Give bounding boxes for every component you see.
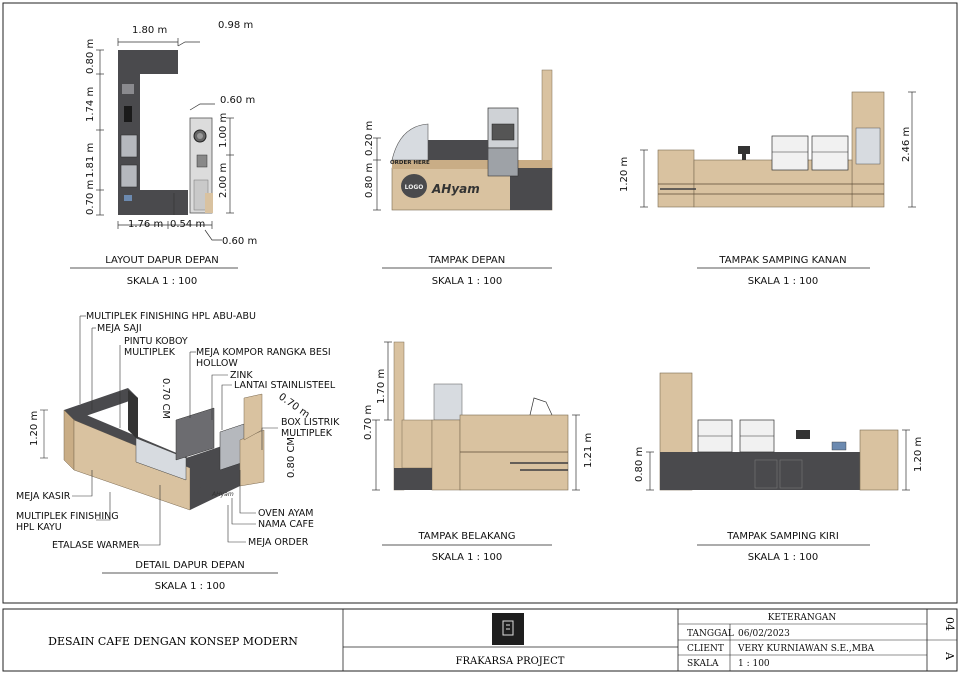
label-oven: OVEN AYAM: [258, 508, 313, 519]
label-d-070cm: 0.70 CM: [160, 378, 171, 419]
label-bottom-mid: 0.54 m: [170, 219, 205, 230]
label-hpl-kayu-1: MULTIPLEK FINISHING: [16, 511, 119, 522]
label-hpl-kayu-2: HPL KAYU: [16, 522, 62, 533]
front-elevation: LOGO AHyam ORDER HERE 0.20 m 0.80 m: [364, 69, 553, 211]
label-skala-label: SKALA: [687, 659, 719, 669]
label-bottom-left: 1.76 m: [128, 219, 163, 230]
label-client-label: CLIENT: [687, 644, 724, 654]
label-kompor-1: MEJA KOMPOR RANGKA BESI: [196, 347, 331, 358]
label-box-1: BOX LISTRIK: [281, 417, 340, 428]
label-h-top: 0.20 m: [364, 121, 375, 156]
label-right-top: 0.60 m: [220, 95, 255, 106]
label-h-left: 0.80 m: [634, 447, 645, 482]
label-top-right: 0.98 m: [218, 20, 253, 31]
rear-title: TAMPAK BELAKANG: [417, 531, 515, 542]
right-scale: SKALA 1 : 100: [748, 276, 819, 287]
label-h-121: 1.21 m: [583, 433, 594, 468]
label-left-b: 1.74 m: [85, 87, 96, 122]
label-logo: LOGO: [405, 184, 424, 191]
label-meja-kasir: MEJA KASIR: [16, 491, 71, 502]
rear-scale: SKALA 1 : 100: [432, 552, 503, 563]
label-brand: AHyam: [431, 182, 480, 196]
label-nama-cafe: NAMA CAFE: [258, 519, 314, 530]
label-h-070: 0.70 m: [363, 405, 374, 440]
label-h-right: 1.20 m: [913, 437, 924, 472]
detail-scale: SKALA 1 : 100: [155, 581, 226, 592]
layout-title: LAYOUT DAPUR DEPAN: [105, 255, 218, 266]
label-d-080cm: 0.80 CM: [286, 437, 297, 478]
label-hpl-abu: MULTIPLEK FINISHING HPL ABU-ABU: [86, 311, 256, 322]
label-client-value: VERY KURNIAWAN S.E.,MBA: [737, 644, 875, 654]
label-kompor-2: HOLLOW: [196, 358, 238, 369]
label-right-b: 2.00 m: [218, 163, 229, 198]
label-tanggal-value: 06/02/2023: [738, 629, 790, 639]
label-lantai: LANTAI STAINLISTEEL: [234, 380, 336, 391]
left-scale: SKALA 1 : 100: [748, 552, 819, 563]
left-title: TAMPAK SAMPING KIRI: [726, 531, 839, 542]
detail-3d: AHyam 1.20 m 0.70 CM 0.70 m 0.80 CM: [29, 315, 311, 546]
sheet-series: A: [943, 651, 956, 661]
front-title: TAMPAK DEPAN: [428, 255, 506, 266]
label-box-2: MULTIPLEK: [281, 428, 333, 439]
layout-scale: SKALA 1 : 100: [127, 276, 198, 287]
left-elevation: 0.80 m 1.20 m: [634, 372, 924, 491]
label-pintu-koboy-2: MULTIPLEK: [124, 347, 176, 358]
detail-title: DETAIL DAPUR DEPAN: [135, 560, 244, 571]
label-h-right: 2.46 m: [901, 127, 912, 162]
firm-name: FRAKARSA PROJECT: [456, 656, 565, 667]
label-h-left: 1.20 m: [29, 411, 40, 446]
sheet-number: 04: [943, 617, 956, 631]
right-title: TAMPAK SAMPING KANAN: [718, 255, 846, 266]
label-etalase: ETALASE WARMER: [52, 540, 140, 551]
label-skala-value: 1 : 100: [738, 659, 770, 669]
rear-elevation: 1.70 m 0.70 m 1.21 m: [363, 341, 594, 491]
layout-plan: 1.80 m 0.98 m 0.80 m 1.74 m 1.81 m 0.70 …: [85, 20, 257, 247]
label-meja-order: MEJA ORDER: [248, 537, 309, 548]
label-brand: AHyam: [211, 491, 234, 498]
right-elevation: 1.20 m 2.46 m: [619, 91, 916, 208]
title-block: [2, 608, 958, 672]
label-order-here: ORDER HERE: [390, 160, 430, 166]
label-left-d: 0.70 m: [85, 180, 96, 215]
label-h-left: 1.20 m: [619, 157, 630, 192]
label-left-c: 1.81 m: [85, 143, 96, 178]
label-right-bottom: 0.60 m: [222, 236, 257, 247]
label-h-170: 1.70 m: [376, 369, 387, 404]
label-h-main: 0.80 m: [364, 163, 375, 198]
label-tanggal-label: TANGGAL: [687, 629, 734, 639]
label-zink: ZINK: [230, 370, 253, 381]
label-meja-saji: MEJA SAJI: [97, 323, 142, 334]
label-top-width: 1.80 m: [132, 25, 167, 36]
sheet-border: [2, 2, 958, 604]
label-right-a: 1.00 m: [218, 113, 229, 148]
keterangan-heading: KETERANGAN: [768, 613, 837, 623]
project-title: DESAIN CAFE DENGAN KONSEP MODERN: [48, 635, 298, 648]
label-left-a: 0.80 m: [85, 39, 96, 74]
front-scale: SKALA 1 : 100: [432, 276, 503, 287]
label-pintu-koboy-1: PINTU KOBOY: [124, 336, 188, 347]
